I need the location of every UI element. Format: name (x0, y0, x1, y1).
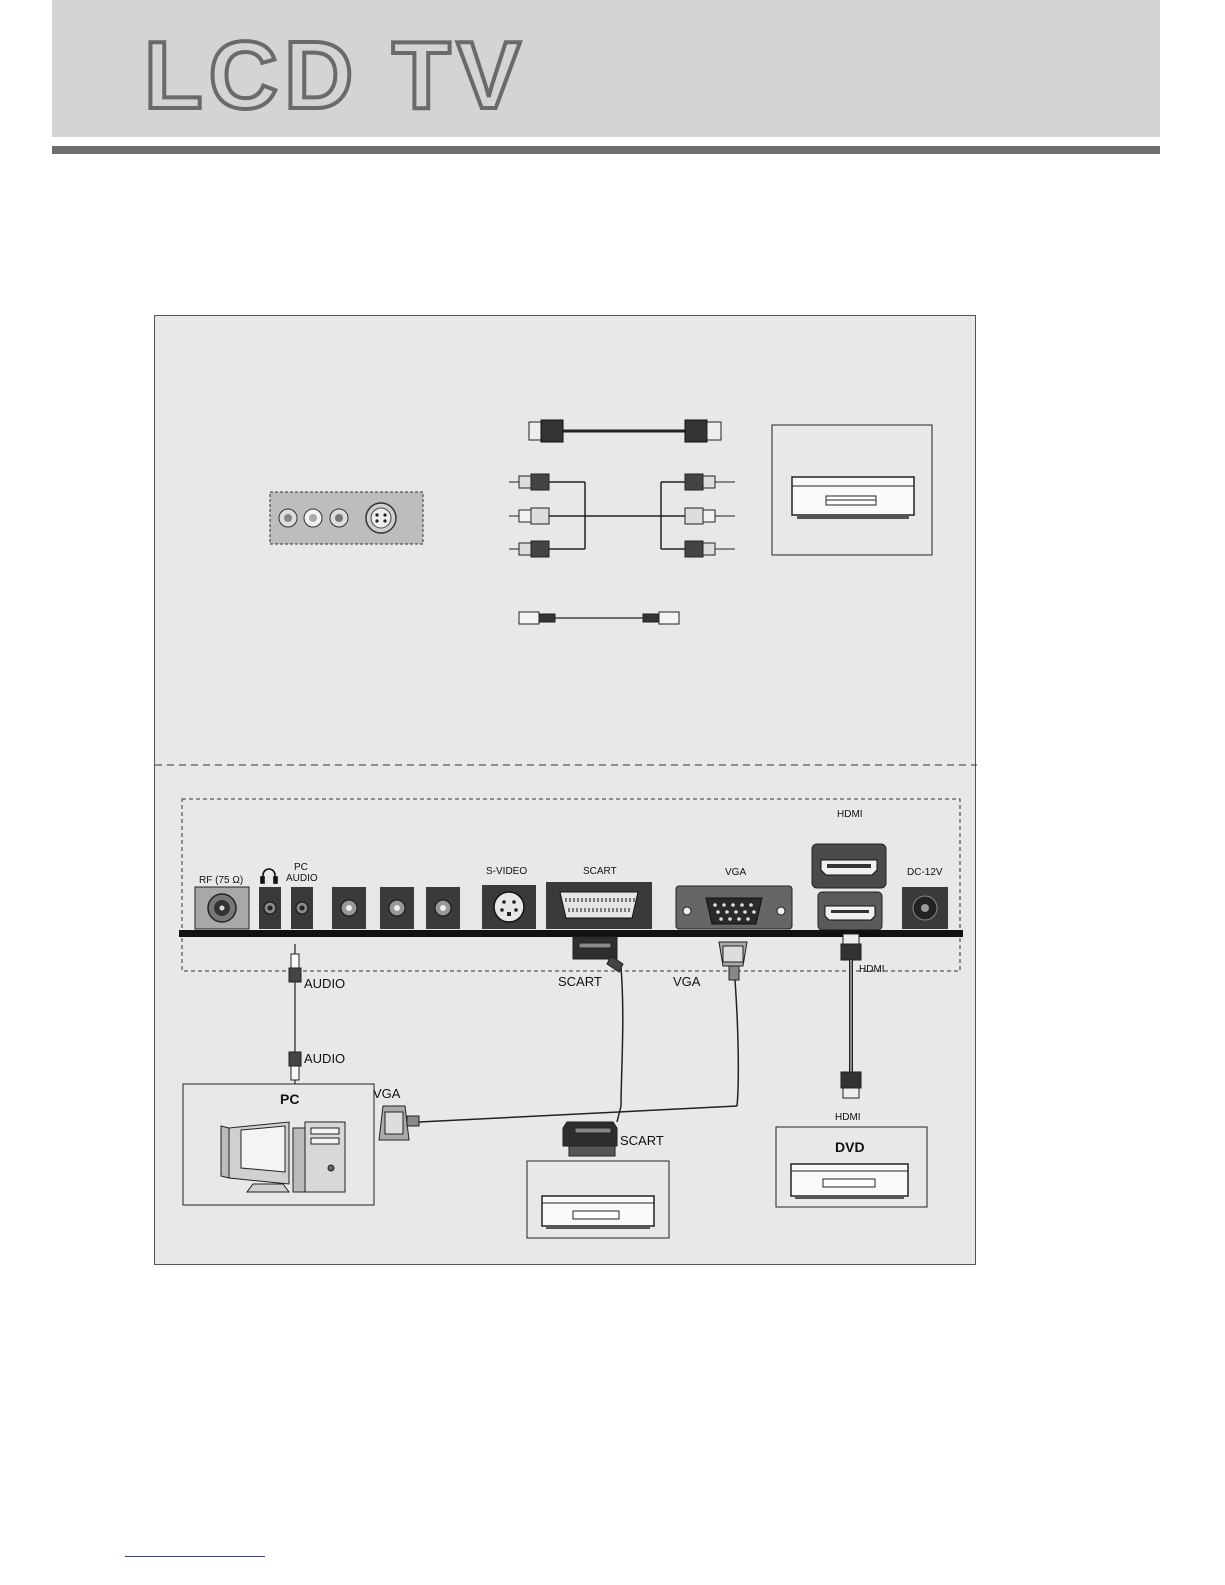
page-title: LCD TV (140, 32, 660, 122)
audio-cable-label-bottom: AUDIO (304, 1051, 345, 1066)
headphone-icon (261, 869, 277, 883)
rca-jack-icon (279, 509, 297, 527)
dvd-player-icon (791, 1164, 908, 1199)
side-av-panel (270, 492, 423, 544)
hdmi-cable-label-bottom: HDMI (835, 1112, 861, 1123)
dvd-device: DVD (776, 1127, 927, 1207)
rca-jack-icon (304, 509, 322, 527)
headphone-port[interactable] (259, 887, 281, 929)
rca-port[interactable] (332, 887, 366, 929)
scart-label: SCART (583, 866, 617, 877)
rf-label: RF (75 Ω) (199, 875, 243, 886)
vga-label: VGA (725, 867, 746, 878)
rf-port[interactable] (195, 887, 249, 929)
dvd-label: DVD (835, 1139, 865, 1155)
svideo-jack-icon (366, 503, 396, 533)
svideo-label: S-VIDEO (486, 866, 527, 877)
pc-device: PC (183, 1084, 374, 1205)
pc-audio-label-line1: PC (294, 862, 308, 873)
hdmi-label: HDMI (837, 809, 863, 820)
pc-audio-port[interactable] (291, 887, 313, 929)
rca-port[interactable] (426, 887, 460, 929)
scart-cable-label-top: SCART (558, 974, 602, 989)
rca-jack-icon (330, 509, 348, 527)
vga-cable-label-pc: VGA (373, 1086, 401, 1101)
hdmi-port[interactable] (818, 892, 882, 930)
page-title-text: LCD TV (144, 32, 527, 122)
header-rule (52, 146, 1160, 154)
vga-port[interactable] (676, 886, 792, 929)
svideo-cable-icon (519, 612, 679, 624)
scart-cable-label-bottom: SCART (620, 1133, 664, 1148)
pc-label: PC (280, 1091, 299, 1107)
footer-line (125, 1556, 265, 1557)
svideo-port[interactable] (482, 885, 536, 929)
scart-port[interactable] (546, 882, 652, 929)
vga-cable-label-top: VGA (673, 974, 701, 989)
connection-panel: RF (75 Ω) PC AUDIO S-VIDEO SCART VGA HDM… (154, 315, 976, 1265)
hdmi-port[interactable] (812, 844, 886, 888)
vcr-device-icon (527, 1161, 669, 1238)
hdmi-cable-icon (529, 420, 721, 442)
hdmi-cable-icon (841, 934, 861, 1098)
hdmi-cable-label-top: HDMI (859, 964, 885, 975)
vga-cable-icon (379, 942, 747, 1140)
dc-power-port[interactable] (902, 887, 948, 929)
audio-cable-label-top: AUDIO (304, 976, 345, 991)
audio-cable-icon (289, 944, 301, 1092)
scart-cable-icon (563, 937, 623, 1156)
rca-port[interactable] (380, 887, 414, 929)
pc-audio-label-line2: AUDIO (286, 873, 318, 884)
vcr-device-icon (772, 425, 932, 555)
av-rca-cable-icon (509, 474, 735, 557)
dc-label: DC-12V (907, 867, 943, 878)
connection-diagram: RF (75 Ω) PC AUDIO S-VIDEO SCART VGA HDM… (155, 316, 977, 1266)
